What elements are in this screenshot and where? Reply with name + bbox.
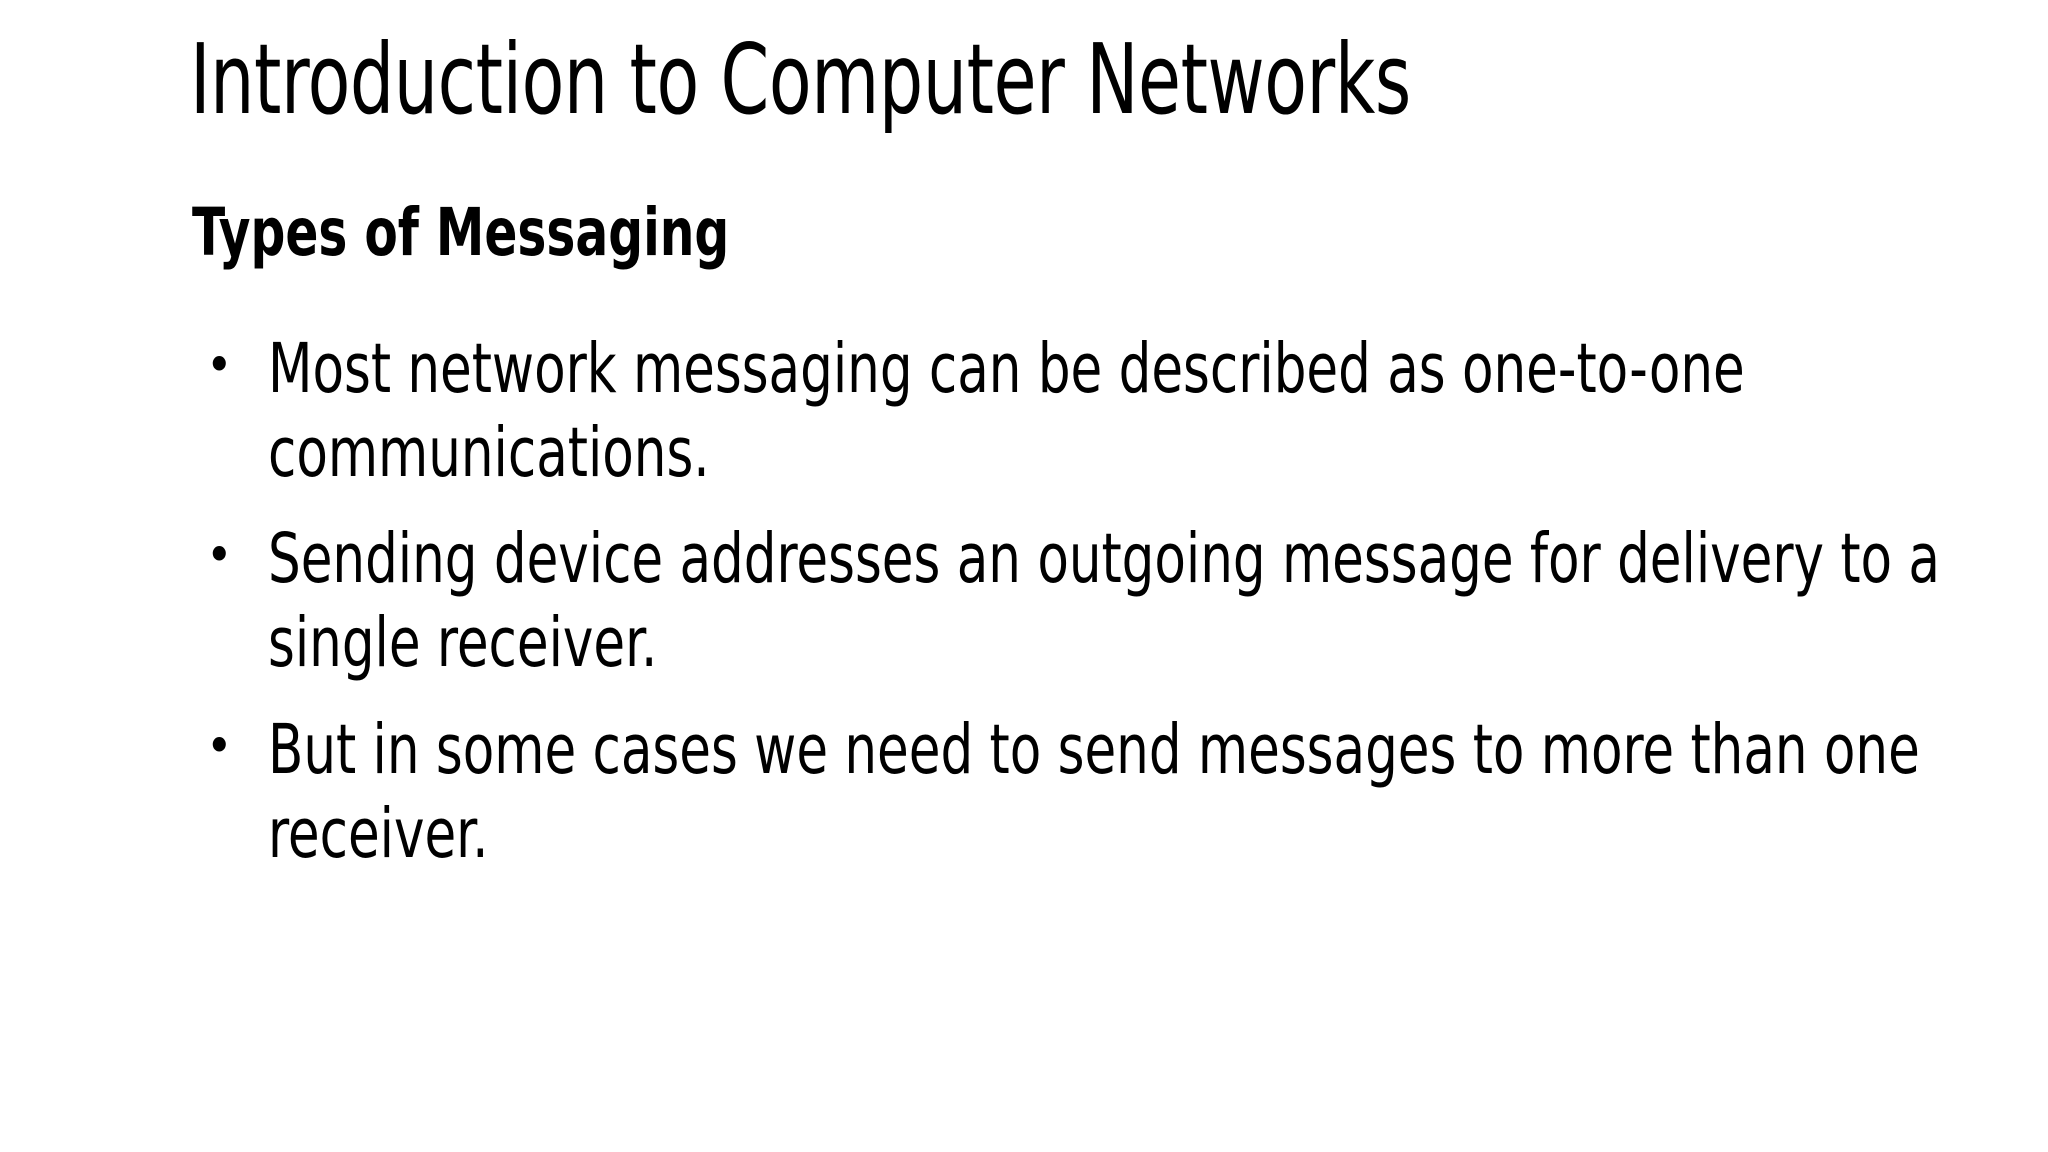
slide-body: Types of Messaging • Most network messag… (192, 195, 1992, 898)
list-item-text: But in some cases we need to send messag… (268, 709, 1920, 874)
section-subheading: Types of Messaging (192, 194, 730, 271)
list-item: • But in some cases we need to send mess… (192, 708, 1992, 876)
page-title: Introduction to Computer Networks (190, 23, 1411, 136)
bullet-list: • Most network messaging can be describe… (192, 327, 1992, 876)
list-item-text: Most network messaging can be described … (268, 328, 1745, 494)
bullet-point-icon: • (206, 716, 233, 775)
list-item: • Most network messaging can be describe… (192, 327, 1992, 495)
bullet-point-icon: • (206, 335, 233, 394)
bullet-point-icon: • (206, 526, 233, 585)
list-item: • Sending device addresses an outgoing m… (192, 517, 1992, 685)
list-item-text: Sending device addresses an outgoing mes… (268, 519, 1940, 684)
